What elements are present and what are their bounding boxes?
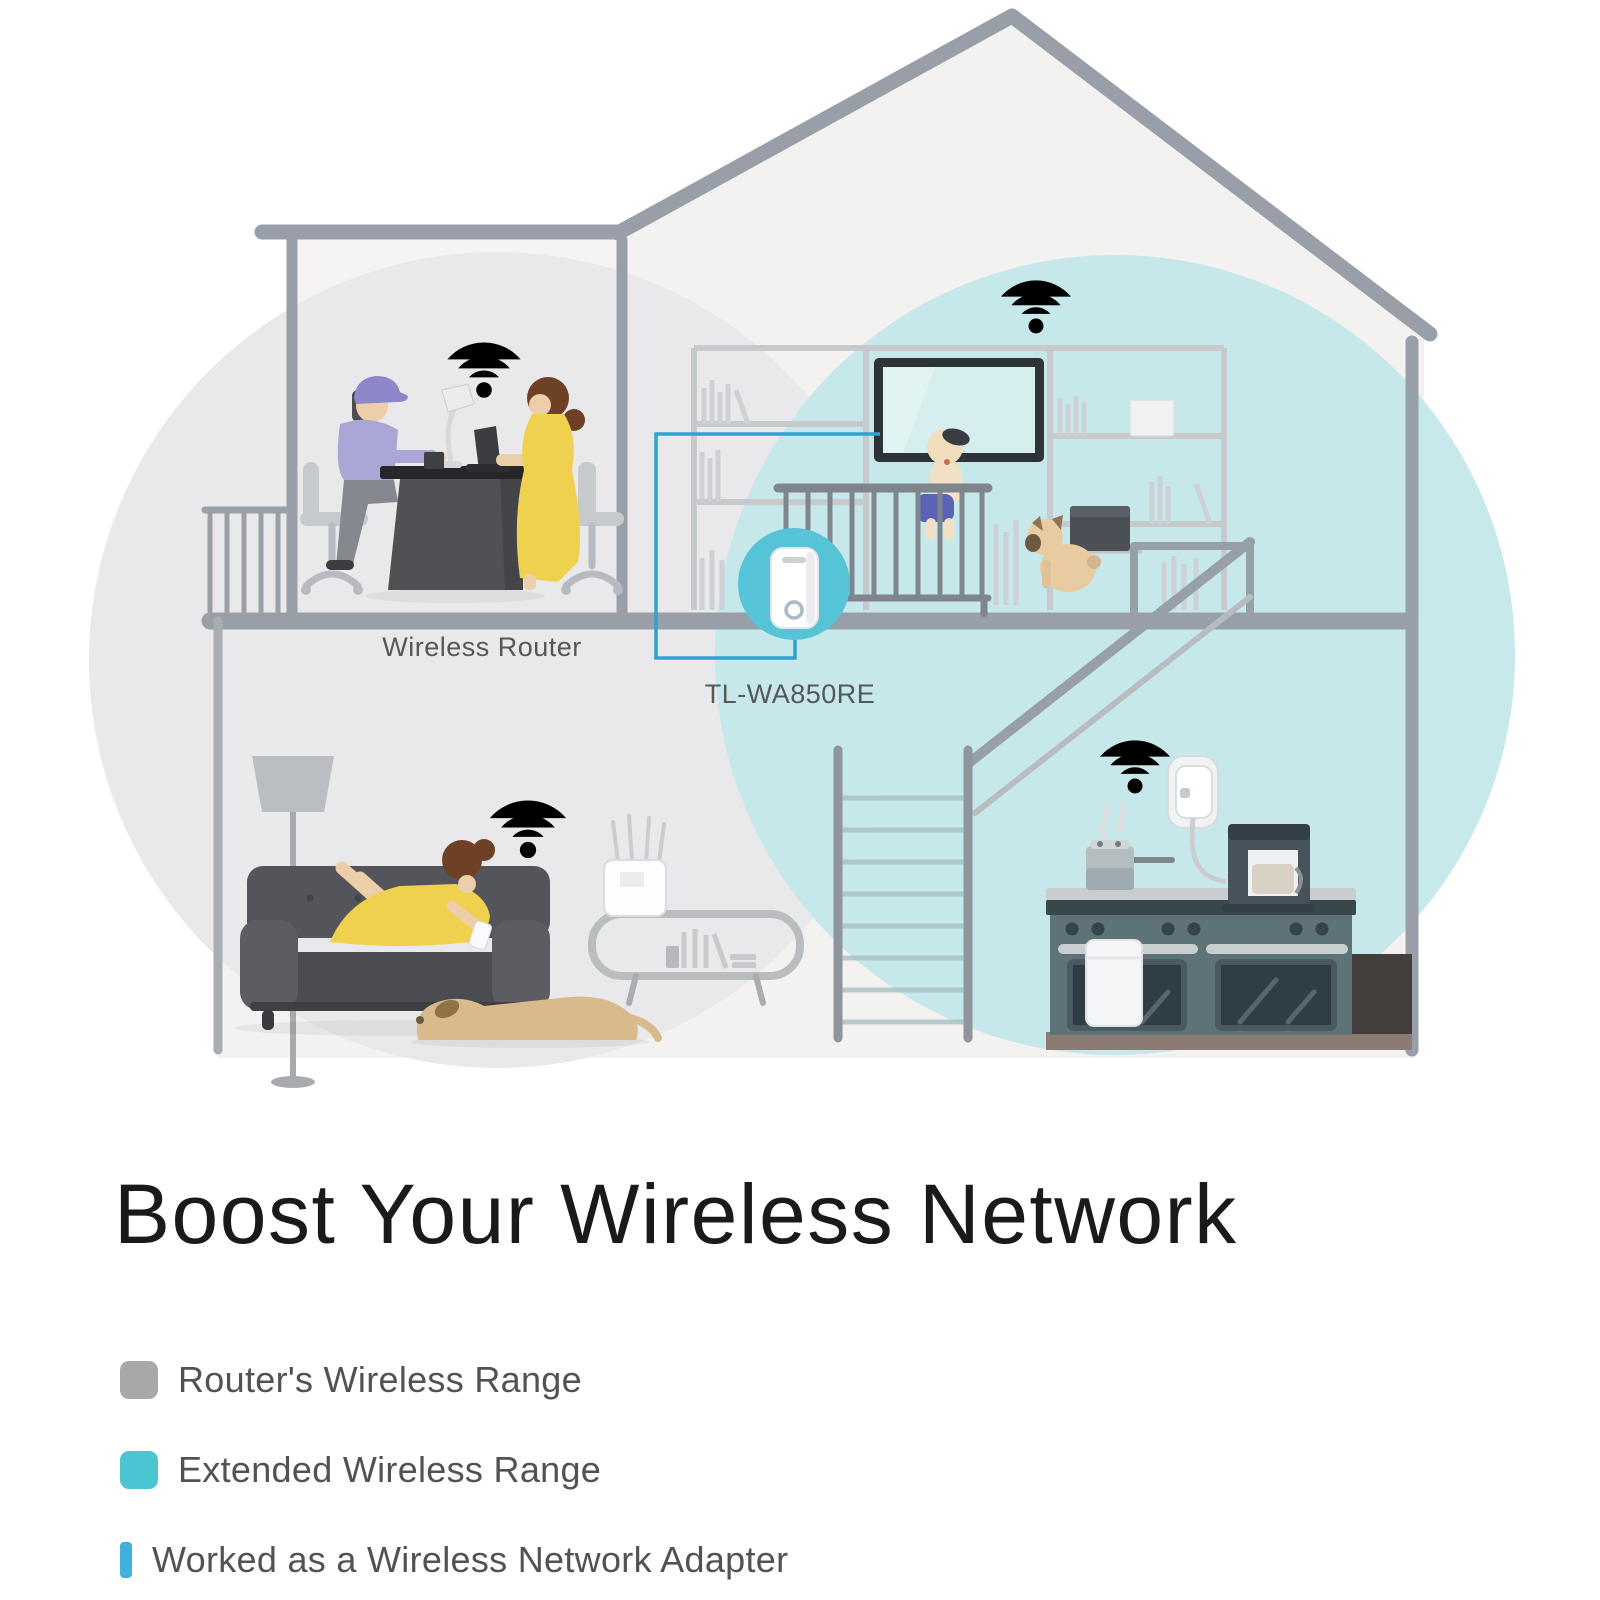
bookshelf	[691, 345, 1227, 610]
wps-button	[784, 600, 804, 620]
living-room	[235, 756, 804, 1088]
woman-figure	[496, 377, 585, 590]
steam	[1098, 803, 1110, 839]
power-cord	[1189, 817, 1227, 885]
kitchen-floor	[1046, 1032, 1412, 1050]
laptop	[466, 426, 510, 472]
legend: Router's Wireless Range Extended Wireles…	[120, 1359, 789, 1580]
kitchen-cabinet	[1352, 954, 1412, 1034]
mug	[424, 452, 444, 469]
extender-model-label: TL-WA850RE	[705, 679, 876, 709]
baby-figure	[916, 428, 970, 540]
kitchen	[1046, 740, 1412, 1050]
callout-connector-line	[654, 432, 880, 660]
legend-item-router-range: Router's Wireless Range	[120, 1359, 788, 1400]
tp-link-logo	[782, 557, 806, 563]
storage-box	[1070, 506, 1130, 551]
towel	[1085, 939, 1143, 1027]
legend-item-extended-range: Extended Wireless Range	[120, 1449, 788, 1490]
legend-item-label: Router's Wireless Range	[178, 1359, 582, 1400]
wall-extender-device	[1167, 755, 1227, 885]
house-illustration: Wireless Router TL-WA850RE	[89, 8, 1515, 1088]
pug-dog	[1025, 515, 1101, 592]
coffee-maker	[1222, 824, 1316, 912]
extended-range-swatch	[120, 1451, 158, 1489]
legend-item-network-adapter: Worked as a Wireless Network Adapter	[120, 1539, 789, 1580]
cooking-pot	[1086, 801, 1175, 890]
landing-railing	[1130, 538, 1254, 618]
legend-item-label: Worked as a Wireless Network Adapter	[152, 1539, 789, 1580]
books	[699, 380, 1213, 610]
balcony-railing	[201, 506, 294, 615]
router-range-swatch	[120, 1361, 158, 1399]
desk-lamp	[441, 383, 475, 468]
page-title: Boost Your Wireless Network	[114, 1167, 1238, 1261]
legend-item-label: Extended Wireless Range	[178, 1449, 602, 1490]
range-extender-device	[770, 547, 819, 629]
office-room	[300, 342, 624, 603]
extender-callout	[654, 432, 880, 660]
desk	[380, 466, 526, 590]
wifi-router-device	[603, 814, 667, 917]
network-adapter-swatch	[120, 1542, 132, 1578]
shelf-box	[1129, 399, 1175, 437]
dog-lying	[410, 996, 662, 1048]
staircase	[833, 537, 1255, 1043]
woman-on-sofa	[330, 839, 495, 950]
bedroom-room	[691, 280, 1254, 618]
tv-stand	[588, 910, 804, 1006]
wireless-router-label: Wireless Router	[382, 632, 582, 662]
